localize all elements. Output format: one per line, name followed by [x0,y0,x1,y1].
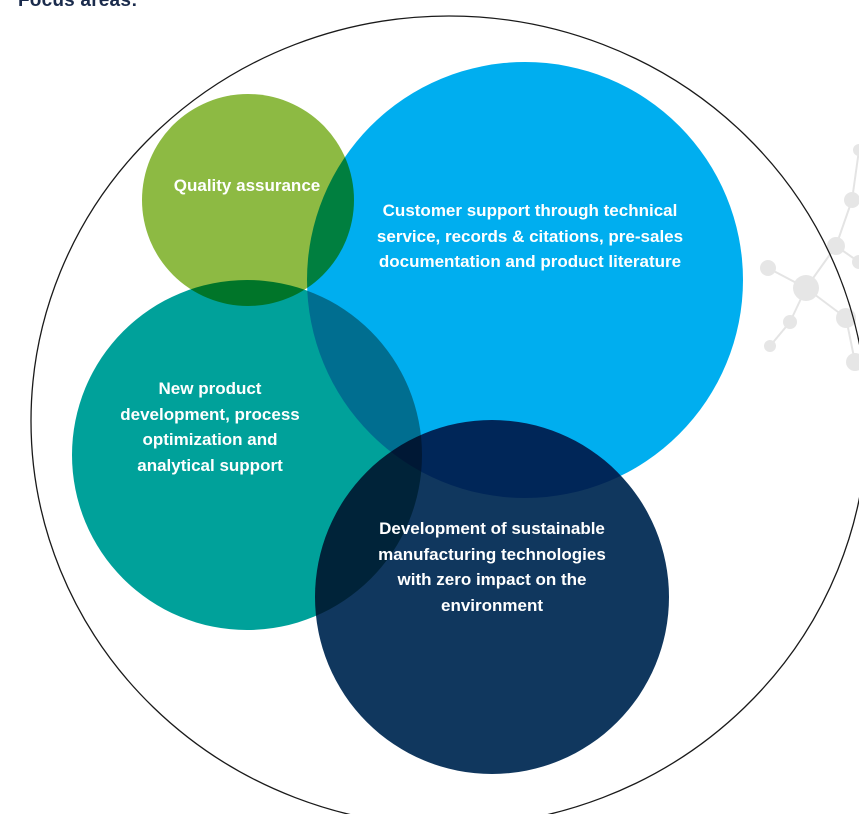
customer-support-label: Customer support through technical servi… [376,201,684,271]
sustainable-manufacturing-label: Development of sustainable manufacturing… [378,519,606,615]
customer-circle [307,62,743,498]
new-product-development-label: New product development, process optimiz… [120,379,300,475]
quality-circle [142,94,354,306]
outer-ring [30,15,859,814]
molecule-decoration [760,144,859,371]
sustainable-circle [315,420,669,774]
quality-assurance-label: Quality assurance [173,176,321,195]
diagram-heading: Focus areas: [18,0,138,11]
